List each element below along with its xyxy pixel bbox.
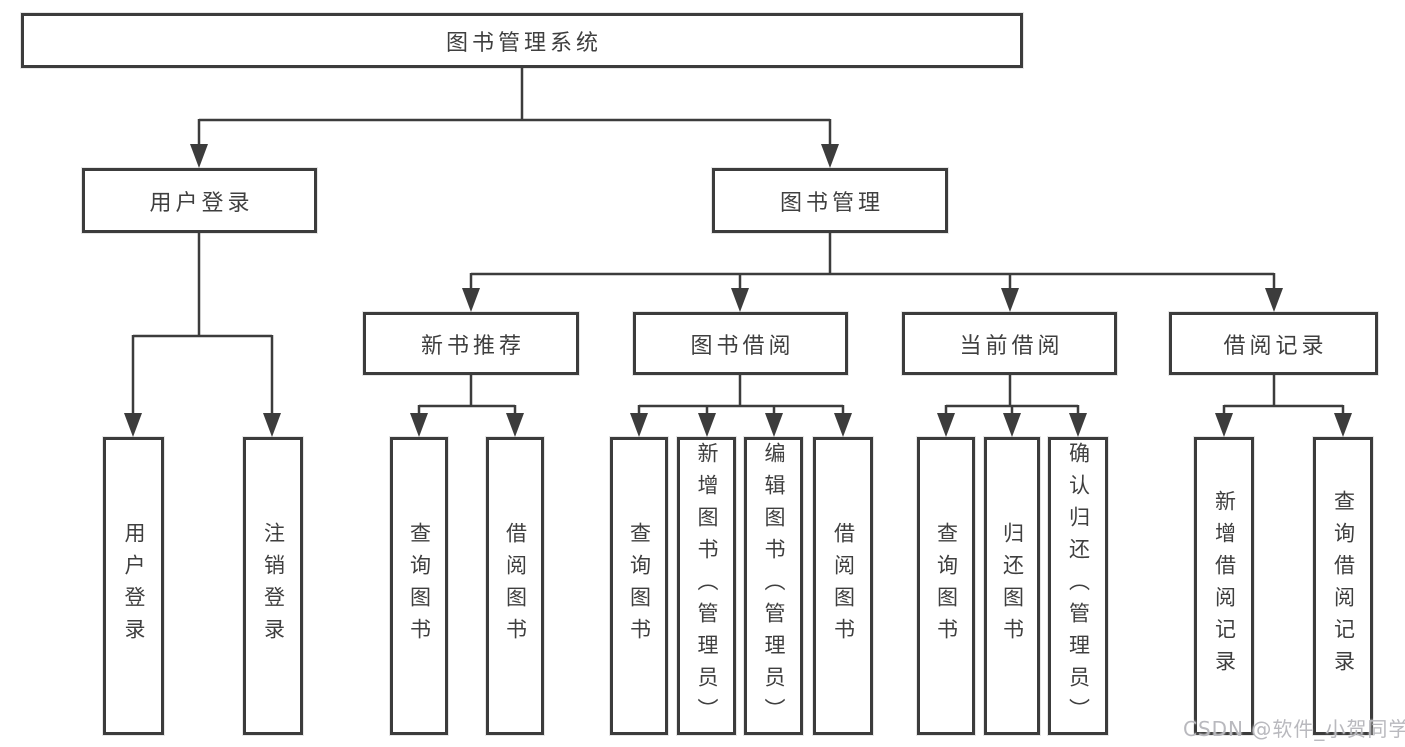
- leaf-query-books-recommend: 查询图书: [390, 437, 448, 735]
- node-borrow-records: 借阅记录: [1169, 312, 1378, 375]
- node-current-borrow: 当前借阅: [902, 312, 1117, 375]
- leaf-borrow-books: 借阅图书: [813, 437, 873, 735]
- leaf-add-borrow-record: 新增借阅记录: [1194, 437, 1254, 735]
- leaf-confirm-return-admin: 确认归还（管理员）: [1048, 437, 1108, 735]
- leaf-borrow-books-recommend: 借阅图书: [486, 437, 544, 735]
- leaf-edit-book-admin: 编辑图书（管理员）: [744, 437, 803, 735]
- leaf-add-book-admin: 新增图书（管理员）: [677, 437, 736, 735]
- arrowheads: [124, 144, 1352, 437]
- node-book-management: 图书管理: [712, 168, 948, 233]
- csdn-watermark: CSDN @软件_小贺同学: [1183, 717, 1405, 741]
- leaf-query-books-borrow: 查询图书: [610, 437, 668, 735]
- leaf-logout: 注销登录: [243, 437, 303, 735]
- leaf-query-books-current: 查询图书: [917, 437, 975, 735]
- node-system-root: 图书管理系统: [21, 13, 1023, 68]
- leaf-query-borrow-record: 查询借阅记录: [1313, 437, 1373, 735]
- leaf-return-book: 归还图书: [984, 437, 1040, 735]
- node-new-book-recommend: 新书推荐: [363, 312, 579, 375]
- node-user-login: 用户登录: [82, 168, 317, 233]
- node-book-borrow: 图书借阅: [633, 312, 848, 375]
- leaf-user-login: 用户登录: [103, 437, 164, 735]
